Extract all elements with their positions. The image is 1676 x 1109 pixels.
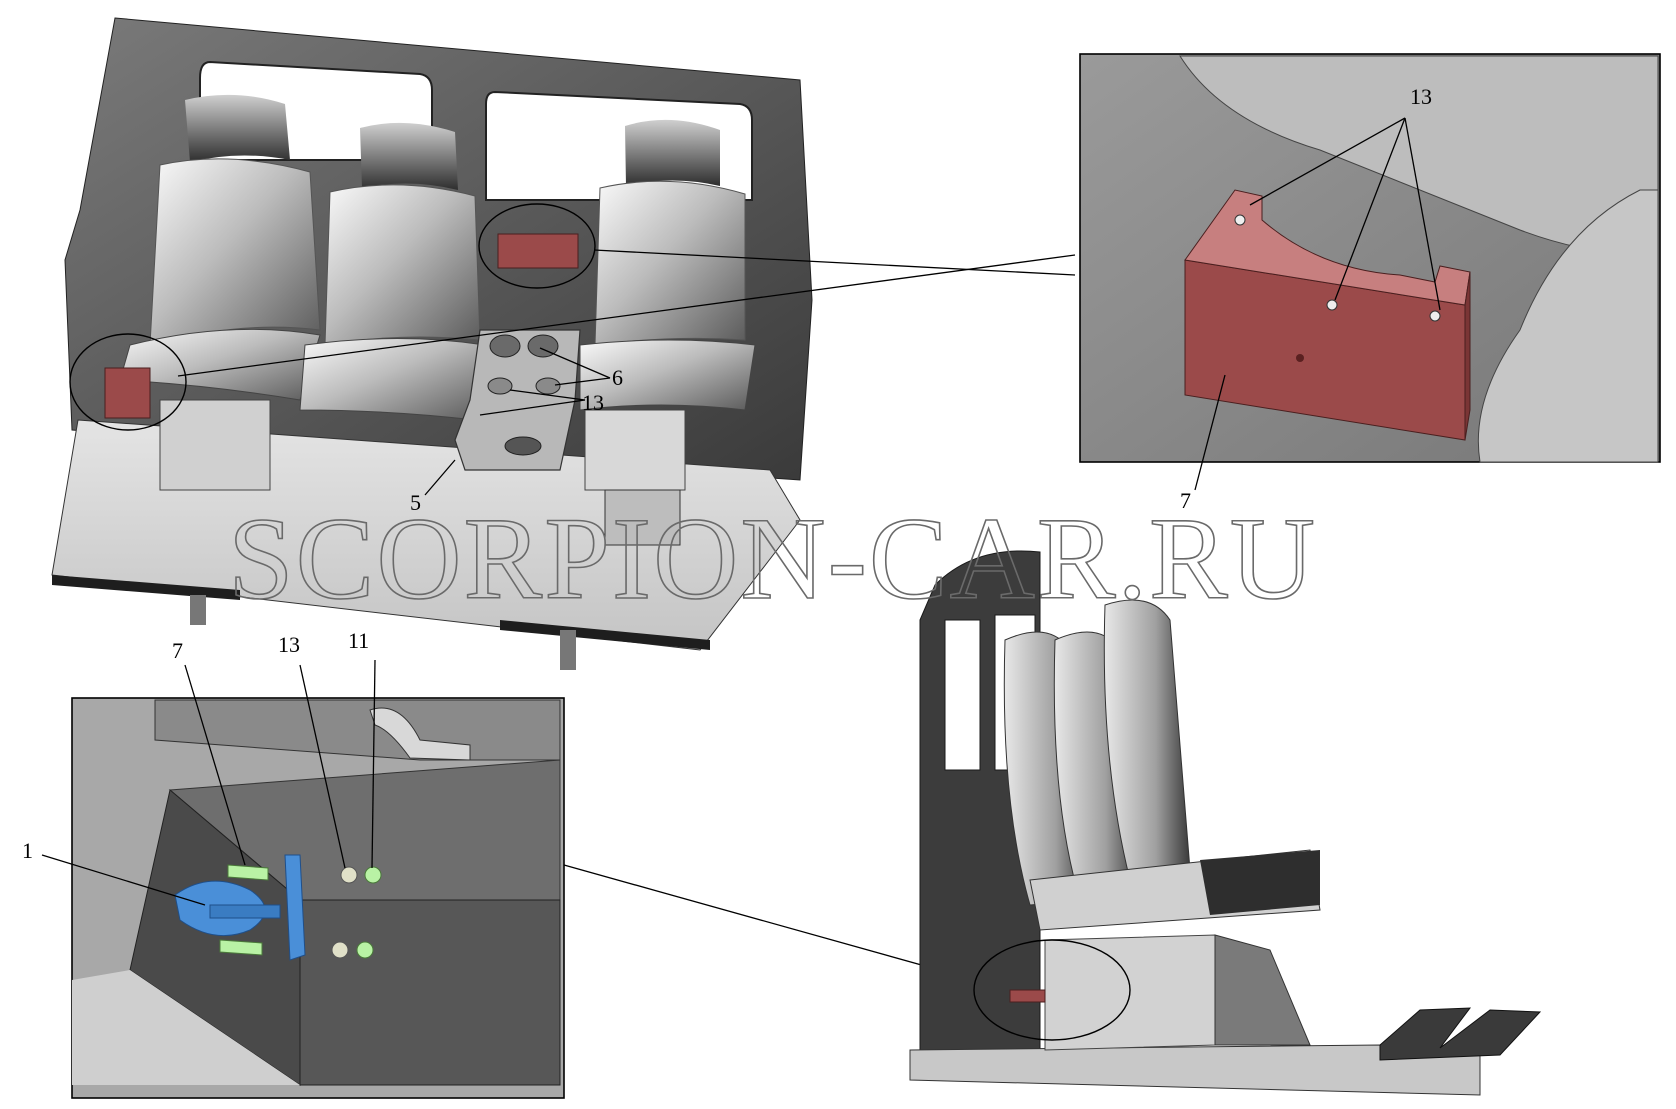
highlight-circle-right — [478, 203, 596, 289]
bolt-lower — [219, 939, 263, 956]
cup-holder-5 — [504, 436, 542, 456]
side-highlight-circle — [973, 939, 1131, 1041]
inset-bracket-part7 — [1184, 189, 1471, 441]
leader-inset-bottom — [563, 864, 969, 979]
bracket-part7-left — [104, 367, 151, 419]
side-window-1 — [944, 619, 981, 771]
nut-upper — [364, 866, 382, 884]
inset-callout-7: 7 — [1180, 488, 1191, 513]
inset-bottom-left: 7 13 11 1 — [22, 628, 565, 1099]
cup-holder-3 — [487, 377, 513, 395]
inset-panel-mound — [1477, 189, 1659, 463]
floor-foot-right — [560, 630, 576, 670]
inset-callout-13: 13 — [1410, 84, 1432, 109]
side-seat-back-3 — [1103, 599, 1191, 881]
watermark: SCORPION-CAR.RU — [228, 493, 1317, 624]
inset-floor — [72, 970, 300, 1085]
inset-callout-1: 1 — [22, 838, 33, 863]
inset-box-side — [299, 899, 561, 1086]
washer-upper — [340, 866, 358, 884]
inset-handle — [369, 707, 471, 761]
seat-left — [119, 94, 321, 401]
highlight-circle-left — [69, 333, 187, 431]
floor-foot-left — [190, 595, 206, 625]
washer-lower — [331, 941, 349, 959]
side-seat-cushion-dark — [1200, 850, 1320, 915]
cup-holder-4 — [535, 377, 561, 395]
inset-top-right: 13 7 — [1079, 53, 1661, 513]
inset-callout-7b: 7 — [172, 638, 183, 663]
side-pedestal — [1214, 934, 1311, 1046]
floor-rail-right — [500, 620, 710, 650]
seat-base-right — [584, 409, 686, 491]
leader-inset-2 — [593, 249, 1076, 276]
seat-base-left — [159, 399, 271, 491]
seat-mechanism — [604, 489, 681, 546]
center-console — [454, 329, 581, 471]
side-floor — [909, 1044, 1481, 1096]
cab-side-view — [909, 550, 1542, 1096]
bolt-upper — [227, 864, 269, 881]
callout-6: 6 — [612, 365, 623, 390]
side-floor-tail — [1379, 1007, 1542, 1061]
cup-holder-1 — [489, 334, 521, 358]
inset-callout-11: 11 — [348, 628, 369, 653]
cup-holder-2 — [527, 334, 559, 358]
cab-rear-view — [51, 17, 813, 670]
leader-inset-1 — [177, 254, 1076, 377]
seat-middle — [299, 122, 486, 421]
side-red-bolt — [1009, 989, 1046, 1003]
clamp-part1 — [174, 854, 306, 961]
bracket-part7-right — [497, 233, 579, 269]
inset-callout-13b: 13 — [278, 632, 300, 657]
callout-5: 5 — [410, 490, 421, 515]
callout-13: 13 — [582, 390, 604, 415]
floor-rail-left — [52, 575, 240, 600]
nut-lower — [356, 941, 374, 959]
callouts-top-seats: 6 13 5 — [410, 347, 623, 515]
